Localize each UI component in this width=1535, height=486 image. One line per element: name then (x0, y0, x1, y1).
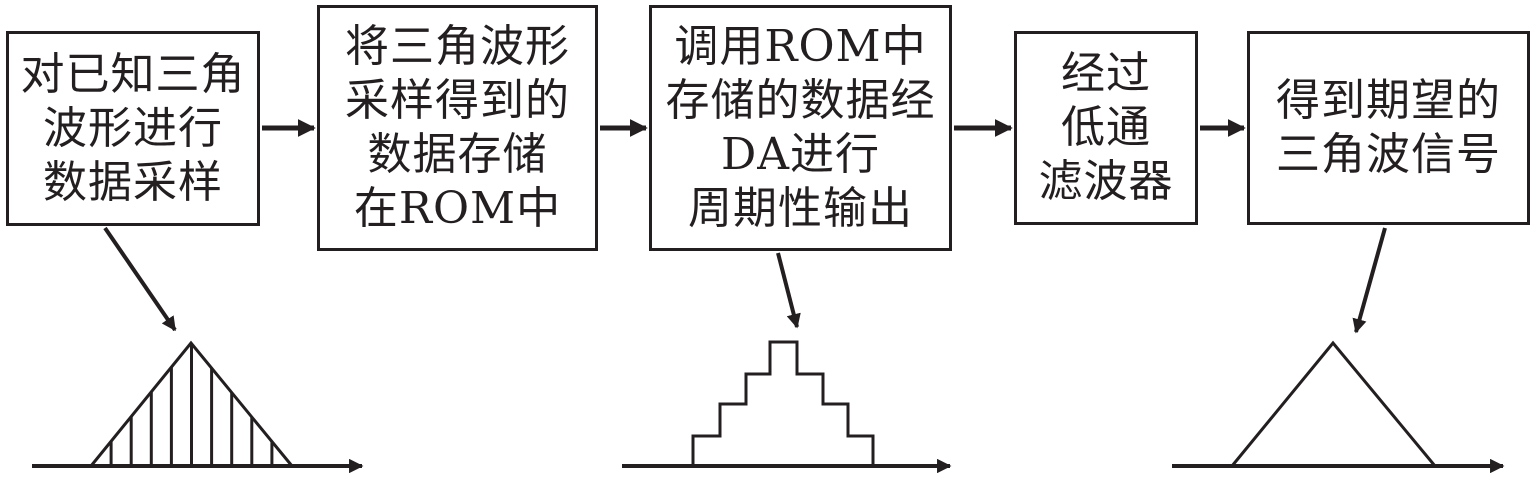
box-text-line: 对已知三角 (20, 48, 246, 100)
box-text-line: 存储的数据经 (665, 75, 936, 126)
triangle-outline (89, 340, 294, 467)
step-da-output-box: 调用ROM中 存储的数据经 DA进行 周期性输出 (649, 5, 952, 251)
sample-lines (109, 343, 274, 466)
box-text-line: 低通 (1061, 102, 1151, 153)
box-text-line: 采样得到的 (345, 75, 570, 126)
box-text-line: 数据采样 (43, 156, 223, 208)
arrow-box5-to-triangle-wave (1352, 227, 1387, 334)
step-store-rom-box: 将三角波形 采样得到的 数据存储 在ROM中 (317, 5, 598, 251)
staircase-waveform (622, 340, 952, 474)
box-text-line: 数据存储 (367, 129, 548, 180)
staircase-outline (691, 340, 875, 466)
box-text-line: 滤波器 (1038, 156, 1174, 207)
arrow-box1-to-sampled-wave (103, 226, 177, 332)
box-text-line: 经过 (1061, 48, 1151, 99)
box-text-line: 周期性输出 (688, 183, 913, 234)
step-lowpass-filter-box: 经过 低通 滤波器 (1014, 31, 1198, 225)
box-text-line: 三角波信号 (1276, 129, 1501, 180)
box-text-line: 将三角波形 (345, 21, 570, 72)
arrow-box3-to-staircase-wave (776, 252, 801, 329)
box-text-line: 调用ROM中 (674, 21, 927, 72)
triangle-outline (1230, 340, 1437, 467)
box-text-line: 得到期望的 (1276, 75, 1501, 126)
box-text-line: DA进行 (720, 129, 881, 180)
box-text-line: 波形进行 (43, 102, 223, 154)
smooth-triangle-waveform (1172, 340, 1505, 474)
step-sample-triangle-box: 对已知三角 波形进行 数据采样 (6, 31, 260, 226)
sampled-triangle-waveform (32, 340, 364, 474)
step-result-box: 得到期望的 三角波信号 (1247, 31, 1530, 225)
box-text-line: 在ROM中 (353, 183, 562, 234)
